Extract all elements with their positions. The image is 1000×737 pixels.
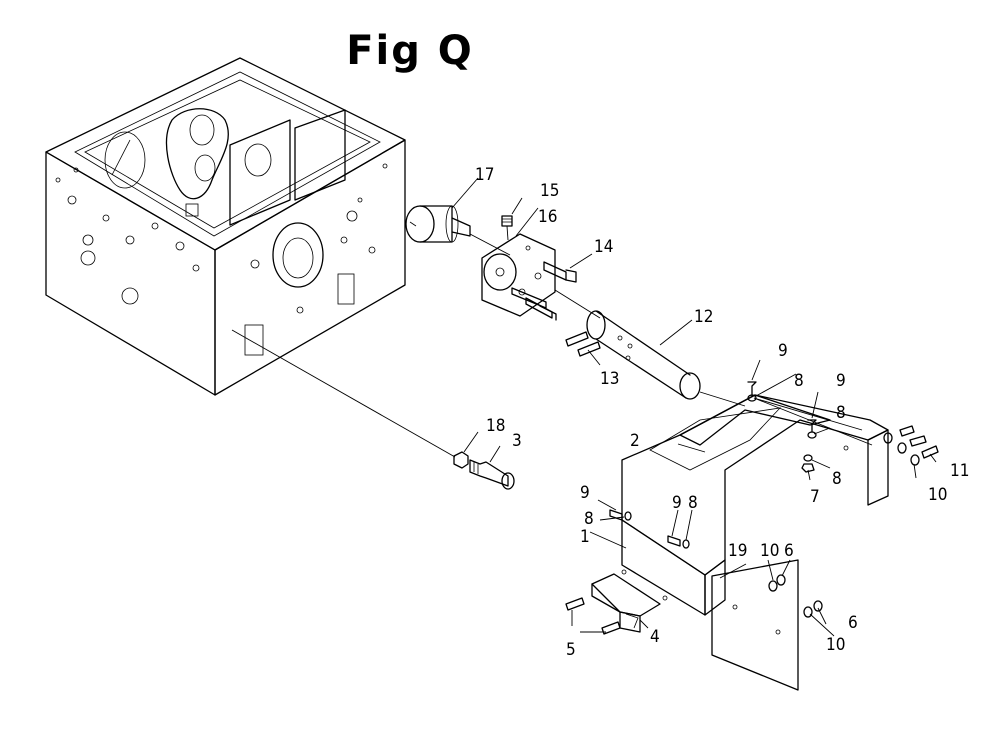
callout-19: 19 (728, 541, 747, 561)
callout-18: 18 (486, 416, 505, 436)
callout-8e: 8 (832, 469, 842, 489)
washers-nuts (768, 574, 823, 618)
part-17-shaft (405, 205, 471, 243)
fasteners-10-11 (883, 425, 939, 466)
figure-title: Fig Q (346, 28, 474, 74)
part-18-nut (453, 451, 469, 469)
callout-14: 14 (594, 237, 613, 257)
callout-8c: 8 (794, 371, 804, 391)
callout-6b: 6 (848, 613, 858, 633)
part-16-block (481, 233, 556, 317)
callout-8b: 8 (688, 493, 698, 513)
callout-10c: 10 (826, 635, 845, 655)
callout-10b: 10 (760, 541, 779, 561)
part-12-tube (586, 310, 701, 400)
callout-1: 1 (580, 527, 590, 547)
part-3-pin (469, 459, 515, 490)
callout-8a: 8 (584, 509, 594, 529)
leader-lines (451, 177, 937, 637)
callout-10a: 10 (928, 485, 947, 505)
callout-12: 12 (694, 307, 713, 327)
callout-9c: 9 (778, 341, 788, 361)
callout-13: 13 (600, 369, 619, 389)
part-13-screws (565, 331, 601, 357)
callout-8d: 8 (836, 403, 846, 423)
callout-9d: 9 (836, 371, 846, 391)
callout-17: 17 (475, 165, 494, 185)
callout-3: 3 (512, 431, 522, 451)
part-14-screw (543, 261, 577, 283)
callout-6a: 6 (784, 541, 794, 561)
callout-16: 16 (538, 207, 557, 227)
callout-11: 11 (950, 461, 969, 481)
callout-9b: 9 (672, 493, 682, 513)
callout-5: 5 (566, 640, 576, 660)
fasteners-9-8 (609, 381, 817, 549)
callout-15: 15 (540, 181, 559, 201)
callout-7: 7 (810, 487, 820, 507)
headstock-housing (45, 57, 406, 396)
callout-4: 4 (650, 627, 660, 647)
part-2-guard (621, 394, 889, 616)
block-screws (511, 287, 557, 321)
callout-2: 2 (630, 431, 640, 451)
callout-9a: 9 (580, 483, 590, 503)
part-4-handle (591, 573, 661, 633)
part-15-set-screw (501, 215, 513, 227)
callout-labels: 17 15 16 14 12 13 18 3 2 9 8 9 8 1 5 4 9… (475, 165, 969, 660)
